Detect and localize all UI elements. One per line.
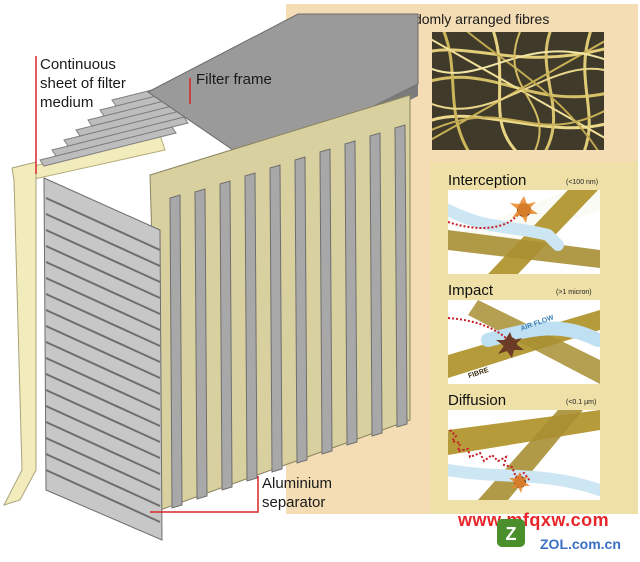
filter-medium-label-line-1: Continuous [40, 56, 116, 73]
mechanism-note-interception: (<100 nm) [566, 179, 599, 186]
separator-label-line-1: Aluminium [262, 475, 333, 492]
fibre-image [432, 32, 604, 150]
mechanism-title-impact: Impact [448, 282, 494, 299]
svg-text:Z: Z [506, 524, 517, 544]
separator-label: Aluminium separator [262, 474, 332, 512]
filter-medium-label-line-2: sheet of filter [40, 75, 126, 92]
filter-medium-label-line-3: medium [40, 94, 94, 111]
diffusion-illustration [448, 410, 600, 500]
separator-label-line-2: separator [262, 494, 326, 511]
mechanism-title-interception: Interception [448, 172, 527, 189]
zol-logo-icon: Z [497, 519, 525, 547]
mechanism-note-impact: (>1 micron) [556, 289, 592, 296]
mechanism-title-diffusion: Diffusion [448, 392, 507, 409]
filter-frame-label: Filter frame [196, 71, 272, 88]
filter-medium-label: Continuous sheet of filter medium [40, 55, 126, 112]
impact-illustration [448, 300, 600, 384]
watermark-site: ZOL.com.cn [540, 536, 621, 552]
mechanism-note-diffusion: (<0.1 µm) [566, 399, 597, 406]
watermark-url: www.mfqxw.com [458, 510, 610, 530]
interception-illustration [448, 190, 600, 274]
